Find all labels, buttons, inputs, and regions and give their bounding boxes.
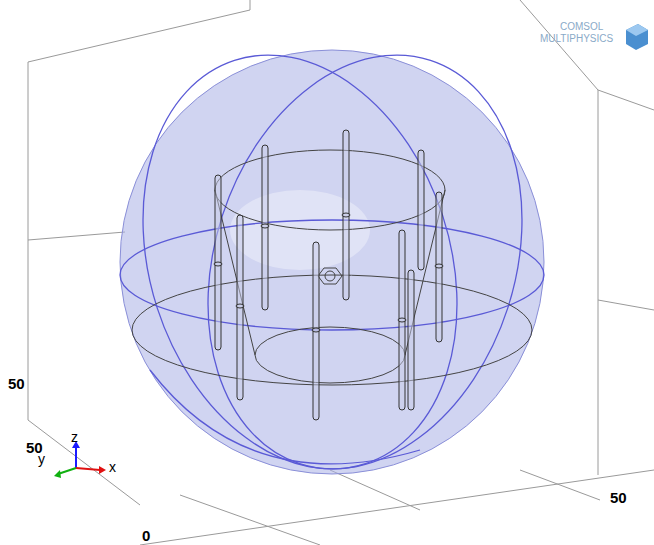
air-sphere — [120, 50, 544, 474]
axis-tick: 0 — [142, 528, 150, 543]
axis-tick: 50 — [610, 490, 627, 505]
axis-triad — [54, 441, 106, 478]
logo-cube — [626, 24, 648, 50]
axis-tick: 50 — [8, 376, 25, 391]
axis-label: y — [38, 452, 45, 466]
sphere-partitions — [92, 14, 573, 510]
bounding-grid — [28, 0, 654, 545]
watermark: COMSOL — [560, 22, 603, 32]
axis-label: z — [71, 430, 78, 444]
rods — [214, 130, 443, 420]
watermark: MULTIPHYSICS — [540, 34, 613, 44]
inner-cylinder — [132, 150, 532, 385]
axis-label: x — [109, 460, 116, 474]
